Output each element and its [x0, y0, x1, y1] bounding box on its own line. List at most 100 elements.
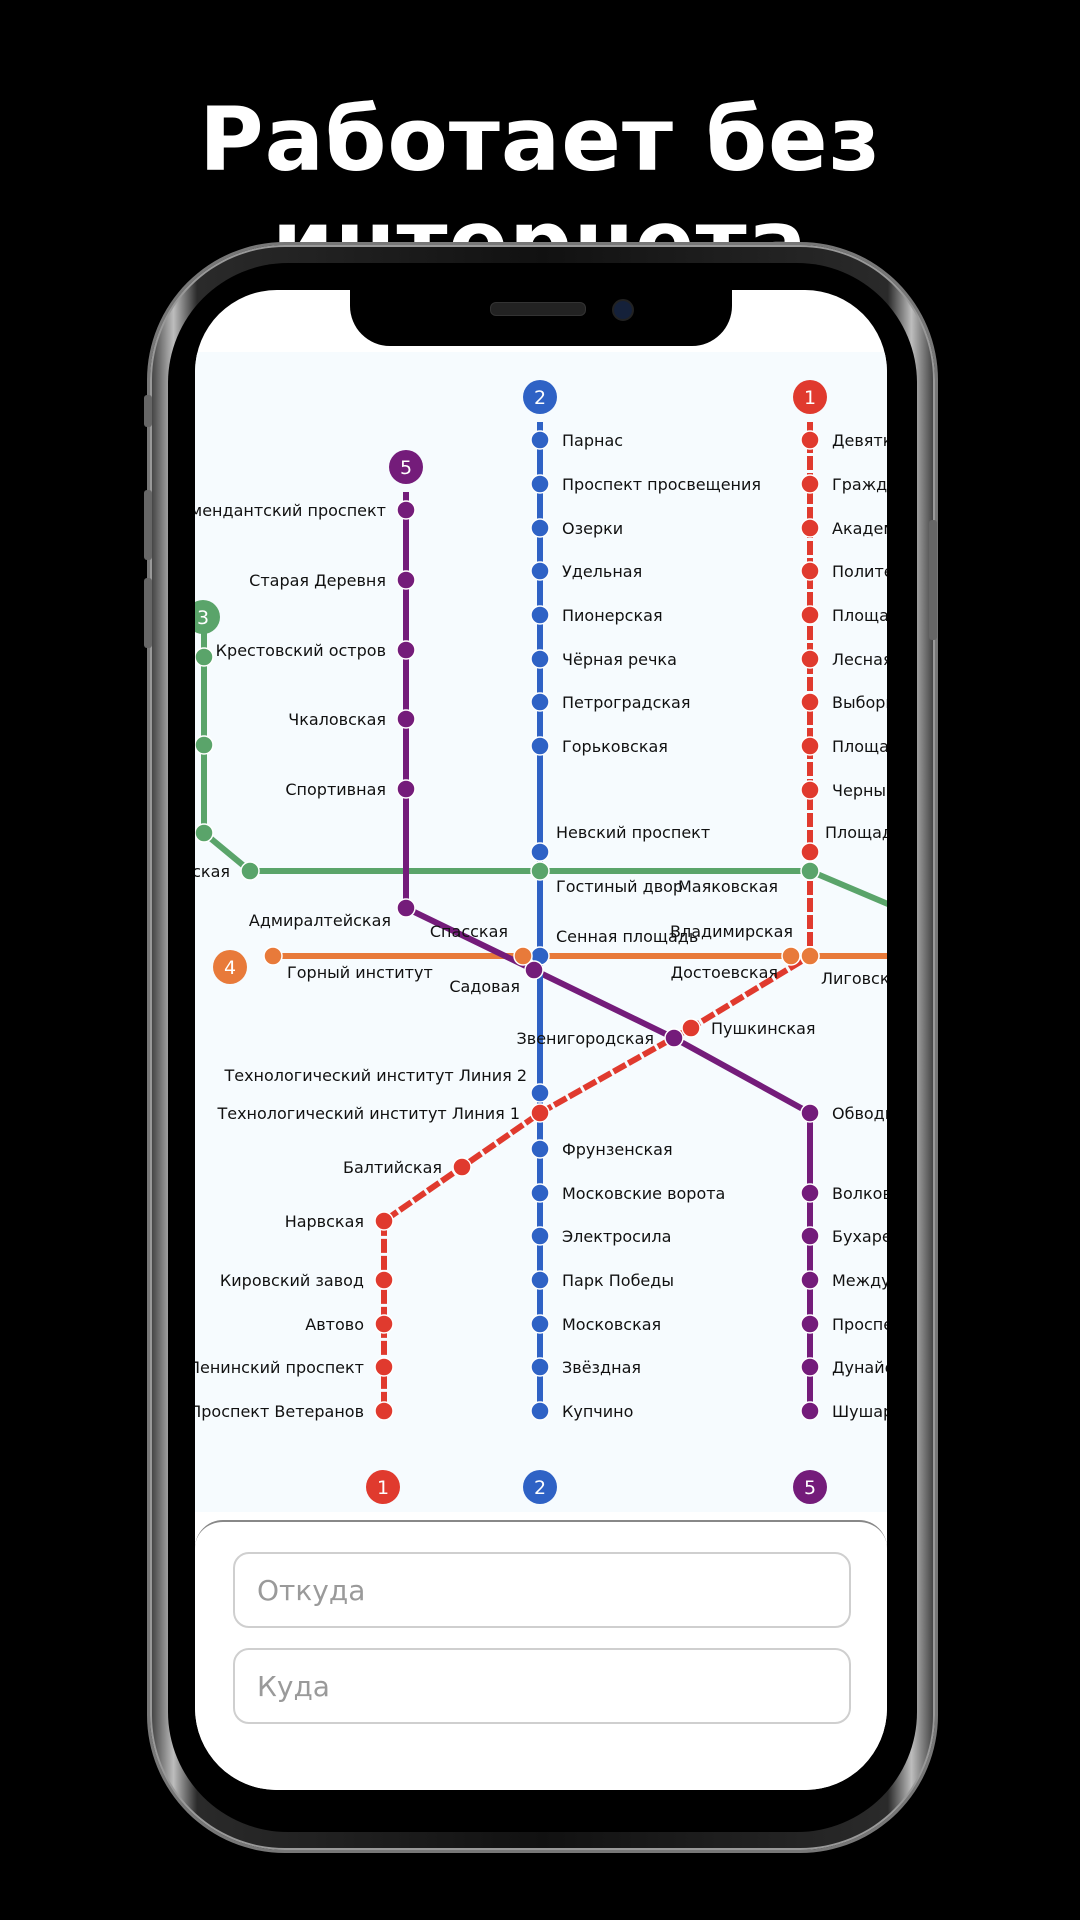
- station[interactable]: Ленинский проспект: [195, 1357, 394, 1377]
- station-label[interactable]: Девяткино: [832, 431, 887, 450]
- station-dot[interactable]: [800, 605, 820, 625]
- station-label[interactable]: Купчино: [562, 1402, 633, 1421]
- station[interactable]: Политехническая: [800, 561, 887, 581]
- station-label[interactable]: Крестовский остров: [216, 641, 386, 660]
- station-dot[interactable]: [800, 1270, 820, 1290]
- station[interactable]: Кировский завод: [220, 1270, 394, 1290]
- station[interactable]: Проспект Ветеранов: [195, 1401, 394, 1421]
- station-dot[interactable]: [800, 780, 820, 800]
- station-label[interactable]: Проспект Ветеранов: [195, 1402, 364, 1421]
- station-dot[interactable]: [374, 1314, 394, 1334]
- station[interactable]: Парнас: [530, 430, 623, 450]
- station-dot[interactable]: [800, 1357, 820, 1377]
- station-label[interactable]: Обводный канал: [832, 1104, 887, 1123]
- station-label[interactable]: Гостиный двор: [556, 877, 683, 896]
- station-dot[interactable]: [664, 1028, 684, 1048]
- station-label[interactable]: Московская: [562, 1315, 661, 1334]
- station-label[interactable]: Технологический институт Линия 2: [223, 1066, 527, 1085]
- station-label[interactable]: Балтийская: [343, 1158, 442, 1177]
- station[interactable]: Горный институт: [263, 946, 433, 982]
- station-label[interactable]: Василеостровская: [195, 862, 230, 881]
- to-input[interactable]: [233, 1648, 851, 1724]
- station-label[interactable]: Площадь Восстания: [825, 823, 887, 842]
- station-label[interactable]: Кировский завод: [220, 1271, 364, 1290]
- station-label[interactable]: Нарвская: [285, 1212, 364, 1231]
- station-dot[interactable]: [452, 1157, 472, 1177]
- station-label[interactable]: Петроградская: [562, 693, 690, 712]
- station-label[interactable]: Старая Деревня: [249, 571, 386, 590]
- station[interactable]: Площадь Восстания: [800, 823, 887, 862]
- station[interactable]: Василеостровская: [195, 861, 260, 881]
- station[interactable]: Озерки: [530, 518, 623, 538]
- station[interactable]: Международная: [800, 1270, 887, 1290]
- station-label[interactable]: Академическая: [832, 519, 887, 538]
- station-label[interactable]: Пушкинская: [711, 1019, 816, 1038]
- station-dot[interactable]: [513, 946, 533, 966]
- station-label[interactable]: Лесная: [832, 650, 887, 669]
- station[interactable]: Комендантский проспект: [195, 500, 416, 520]
- station-dot[interactable]: [530, 861, 550, 881]
- station-dot[interactable]: [800, 1226, 820, 1246]
- station[interactable]: Садовая: [449, 960, 544, 996]
- station[interactable]: Дунайская: [800, 1357, 887, 1377]
- station-label[interactable]: Ленинский проспект: [195, 1358, 364, 1377]
- station-dot[interactable]: [530, 1103, 550, 1123]
- station-dot[interactable]: [800, 861, 820, 881]
- station-dot[interactable]: [396, 570, 416, 590]
- station[interactable]: Спасская: [430, 922, 533, 966]
- station[interactable]: Автово: [305, 1314, 394, 1334]
- station-dot[interactable]: [800, 1314, 820, 1334]
- station-dot[interactable]: [530, 605, 550, 625]
- station[interactable]: Проспект просвещения: [530, 474, 761, 494]
- station-label[interactable]: Спасская: [430, 922, 508, 941]
- station-dot[interactable]: [530, 561, 550, 581]
- station-dot[interactable]: [195, 735, 214, 755]
- station-dot[interactable]: [800, 736, 820, 756]
- station[interactable]: Звёздная: [530, 1357, 641, 1377]
- station-dot[interactable]: [524, 960, 544, 980]
- station-label[interactable]: Невский проспект: [556, 823, 710, 842]
- station[interactable]: Фрунзенская: [530, 1139, 673, 1159]
- station-label[interactable]: Технологический институт Линия 1: [216, 1104, 520, 1123]
- station-dot[interactable]: [530, 1270, 550, 1290]
- station-dot[interactable]: [263, 946, 283, 966]
- station-dot[interactable]: [800, 1103, 820, 1123]
- station[interactable]: Удельная: [530, 561, 642, 581]
- station-dot[interactable]: [396, 898, 416, 918]
- station-dot[interactable]: [530, 736, 550, 756]
- station-dot[interactable]: [800, 842, 820, 862]
- station-label[interactable]: Горный институт: [287, 963, 433, 982]
- station-label[interactable]: Озерки: [562, 519, 623, 538]
- station[interactable]: Волковская: [800, 1183, 887, 1203]
- station-label[interactable]: Адмиралтейская: [249, 911, 391, 930]
- station-label[interactable]: Пионерская: [562, 606, 663, 625]
- station-label[interactable]: Чкаловская: [288, 710, 386, 729]
- station[interactable]: Пушкинская: [681, 1018, 816, 1038]
- station-dot[interactable]: [396, 779, 416, 799]
- station-label[interactable]: Чернышевская: [832, 781, 887, 800]
- station-dot[interactable]: [374, 1401, 394, 1421]
- station-dot[interactable]: [195, 823, 214, 843]
- station-label[interactable]: Площадь Мужества: [832, 606, 887, 625]
- station-dot[interactable]: [530, 474, 550, 494]
- station-dot[interactable]: [781, 946, 801, 966]
- station[interactable]: Нарвская: [285, 1211, 394, 1231]
- station[interactable]: [195, 735, 214, 755]
- station[interactable]: Маяковская: [678, 861, 820, 896]
- station-label[interactable]: Звёздная: [562, 1358, 641, 1377]
- station-dot[interactable]: [195, 647, 214, 667]
- station-label[interactable]: Звенигородская: [517, 1029, 654, 1048]
- station-label[interactable]: Парнас: [562, 431, 623, 450]
- station-dot[interactable]: [530, 518, 550, 538]
- station[interactable]: Звенигородская: [517, 1028, 684, 1048]
- station-dot[interactable]: [800, 692, 820, 712]
- station-dot[interactable]: [530, 1226, 550, 1246]
- station-label[interactable]: Достоевская: [671, 963, 778, 982]
- station-dot[interactable]: [530, 692, 550, 712]
- station[interactable]: Чёрная речка: [530, 649, 677, 669]
- station-label[interactable]: Горьковская: [562, 737, 668, 756]
- station-dot[interactable]: [800, 946, 820, 966]
